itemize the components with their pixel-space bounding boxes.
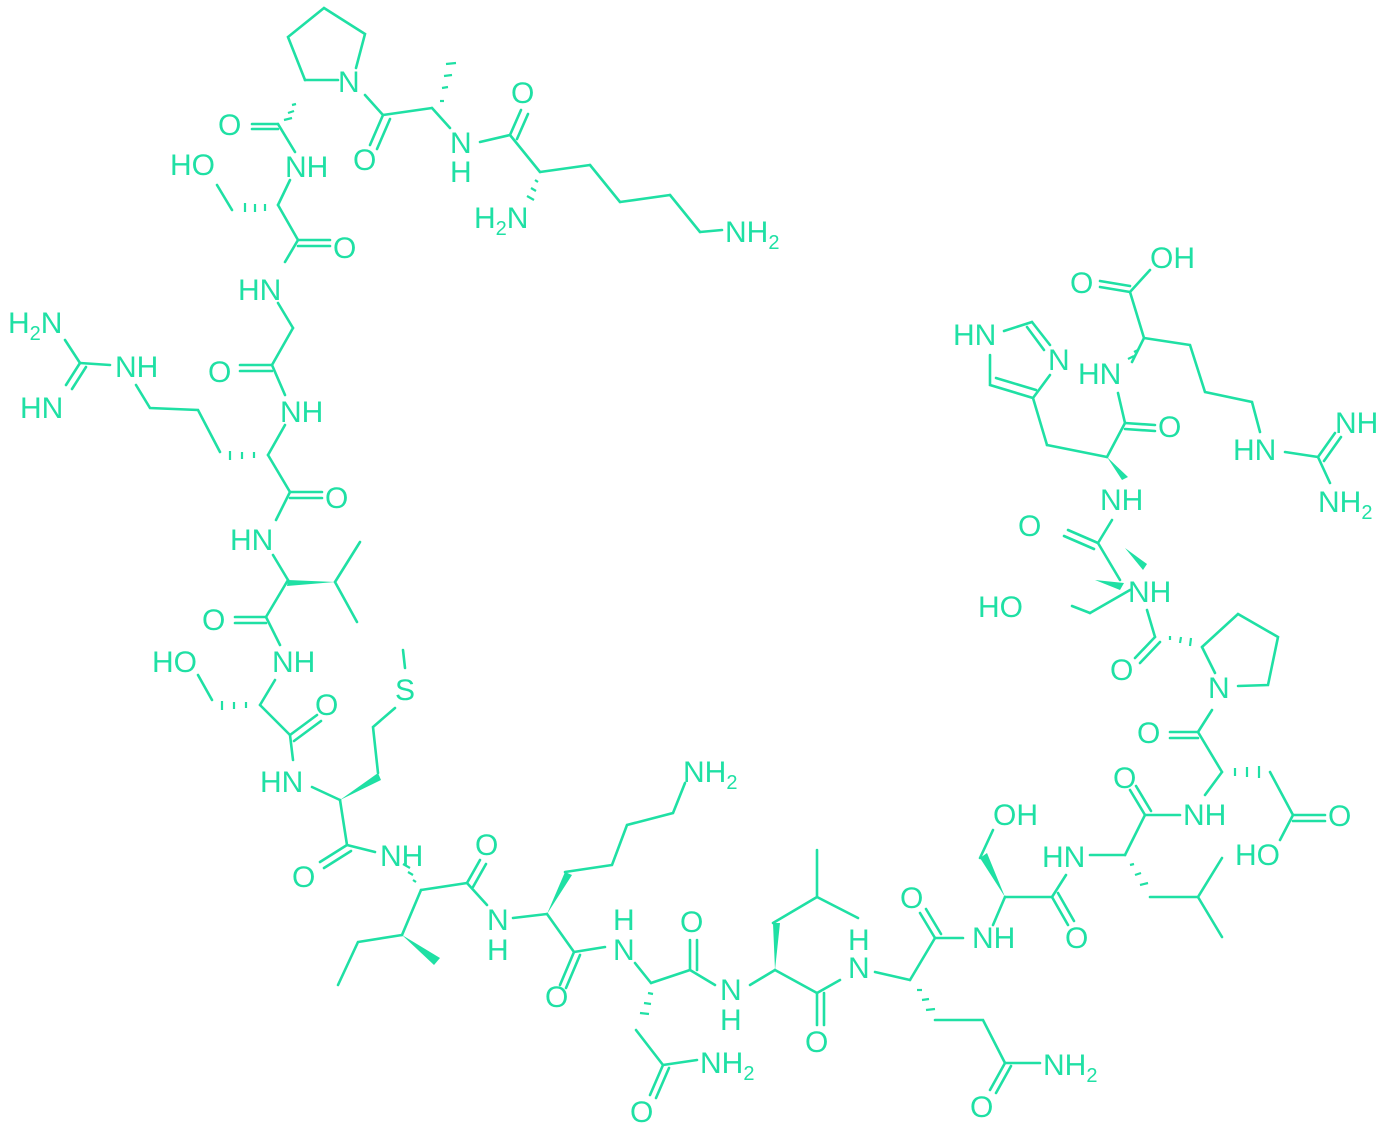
atom-label: H (450, 156, 472, 189)
atom-label: H (613, 904, 635, 937)
atom-label: H (848, 924, 870, 957)
atom-label: NH (1128, 576, 1171, 609)
atom-label: HO (170, 149, 215, 182)
atom-label: HN (230, 524, 273, 557)
atom-label: O (208, 356, 231, 389)
atom-label: NH2 (683, 756, 737, 794)
atom-label: O (511, 77, 534, 110)
atom-label: N (1048, 344, 1070, 377)
atom-label: NH (272, 646, 315, 679)
atom-label: NH (115, 351, 158, 384)
stereo-wedges (287, 457, 1147, 970)
atom-label: H (720, 1004, 742, 1037)
atom-label: NH (1183, 799, 1226, 832)
atom-label: H2N (8, 307, 62, 345)
atom-labels: N O O NH N H O H2N NH2 HO O HN O NH H2N … (8, 66, 1378, 1129)
atom-label: O (292, 861, 315, 894)
atom-label: H2N (474, 202, 528, 240)
atom-label: O (900, 882, 923, 915)
atom-label: NH (1335, 407, 1378, 440)
stereo-hashes (220, 61, 1261, 1016)
atom-label: HO (1235, 839, 1280, 872)
atom-label: O (545, 981, 568, 1014)
atom-label: O (1158, 411, 1181, 444)
atom-label: N (1208, 672, 1230, 705)
atom-label: OH (993, 799, 1038, 832)
atom-label: S (395, 674, 415, 707)
atom-label: O (1018, 510, 1041, 543)
atom-label: O (1328, 800, 1351, 833)
atom-label: O (630, 1096, 653, 1129)
atom-label: OH (1150, 242, 1195, 275)
atom-label: O (1137, 717, 1160, 750)
atom-label: HN (260, 766, 303, 799)
atom-label: NH2 (1043, 1049, 1097, 1087)
atom-label: O (315, 689, 338, 722)
atom-label: O (218, 109, 241, 142)
atom-label: O (325, 482, 348, 515)
atom-label: NH (380, 840, 423, 873)
atom-label: NH (972, 922, 1015, 955)
atom-label: HO (152, 646, 197, 679)
atom-label: O (1110, 654, 1133, 687)
atom-label: HN (20, 392, 63, 425)
atom-label: HN (1078, 358, 1121, 391)
atom-label: NH2 (1318, 486, 1372, 524)
atom-label: N (450, 127, 472, 160)
atom-label: N (487, 904, 509, 937)
atom-label: HN (1233, 434, 1276, 467)
atom-label: NH (285, 151, 328, 184)
atom-label: NH (1100, 484, 1143, 517)
atom-label: HO (978, 591, 1023, 624)
atom-label: NH2 (700, 1047, 754, 1085)
atom-label: O (805, 1026, 828, 1059)
atom-label: H (487, 934, 509, 967)
bonds-top (63, 6, 1343, 1100)
atom-label: O (475, 829, 498, 862)
atom-label: NH (280, 396, 323, 429)
atom-label: O (1070, 267, 1093, 300)
atom-label: NH2 (725, 216, 779, 254)
atom-label: O (1065, 922, 1088, 955)
atom-label: HN (953, 319, 996, 352)
atom-label: O (353, 144, 376, 177)
atom-label: HN (238, 274, 281, 307)
atom-label: O (970, 1091, 993, 1124)
atom-label: N (613, 934, 635, 967)
atom-label: O (333, 232, 356, 265)
atom-label: O (1113, 762, 1136, 795)
atom-label: N (720, 974, 742, 1007)
atom-label: N (848, 952, 870, 985)
atom-label: O (680, 906, 703, 939)
atom-label: O (202, 604, 225, 637)
atom-label: N (338, 66, 360, 99)
atom-label: HN (1042, 841, 1085, 874)
